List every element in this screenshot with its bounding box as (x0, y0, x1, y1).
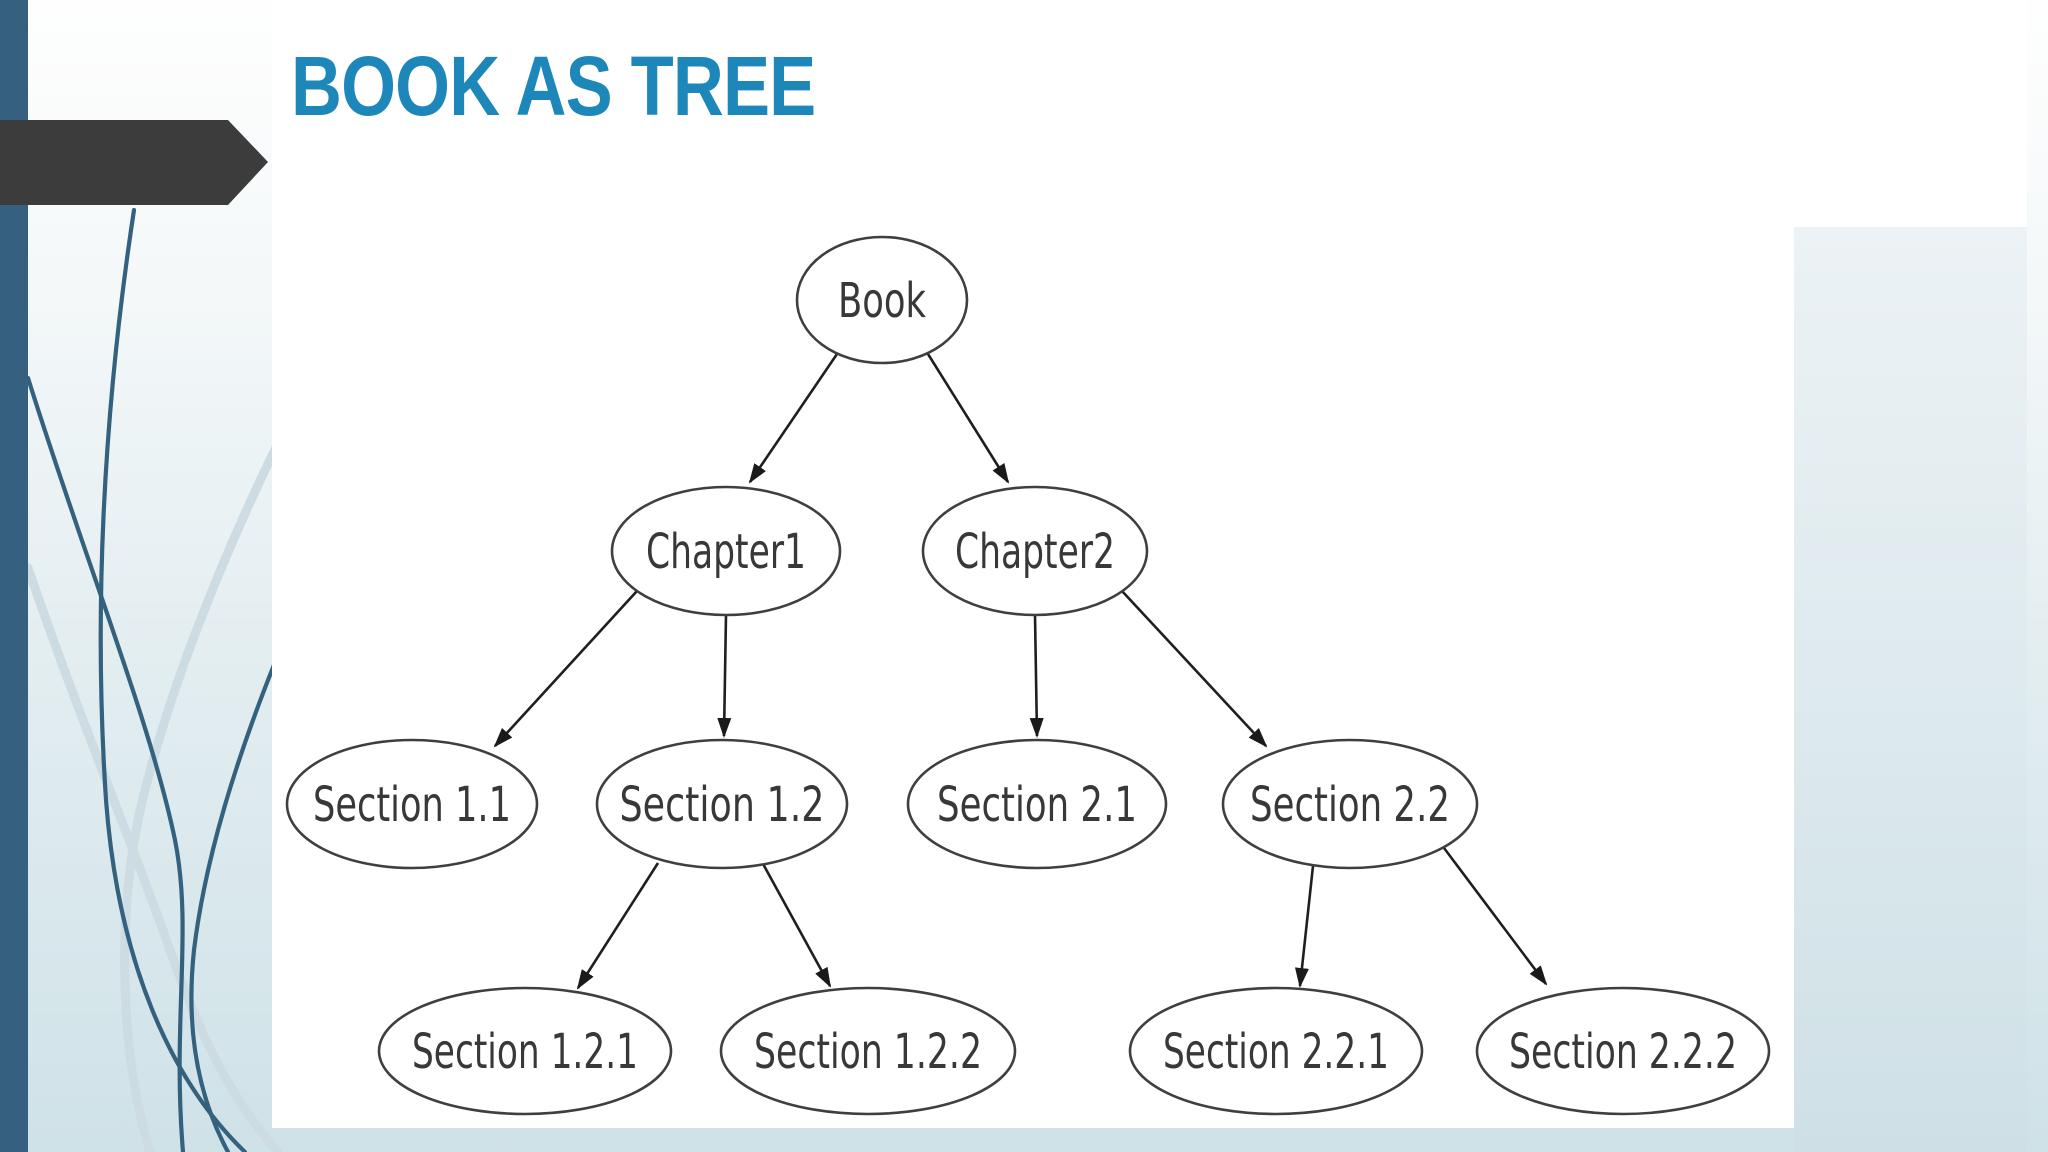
arrow-banner-icon (0, 120, 268, 205)
title-white-band (272, 0, 2027, 227)
swoosh-curve-dark-1 (25, 375, 186, 1152)
swoosh-curve-light-0 (23, 563, 283, 1152)
left-sidebar-stripe (0, 0, 28, 1152)
swoosh-curve-light-1 (120, 430, 287, 1152)
right-accent-panel (1794, 227, 2027, 1152)
diagram-white-area (272, 227, 1794, 1128)
swoosh-curve-dark-2 (189, 642, 285, 1152)
swoosh-curve-dark-0 (98, 207, 248, 1152)
slide-title: BOOK AS TREE (291, 39, 816, 133)
